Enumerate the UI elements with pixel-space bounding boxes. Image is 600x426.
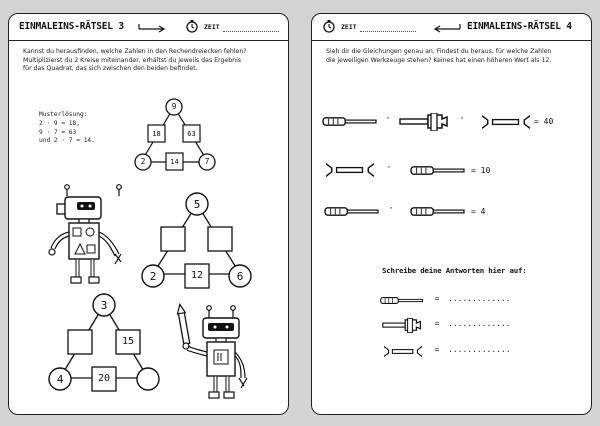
bottom-right-circle-value: 6 bbox=[236, 270, 244, 283]
bottom-left-circle-value: 2 bbox=[140, 157, 146, 166]
arrow-icon bbox=[433, 24, 461, 33]
hammer-icon bbox=[399, 113, 449, 131]
stopwatch-icon bbox=[322, 19, 336, 33]
answers-prompt: Schreibe deine Antworten hier auf: bbox=[382, 266, 527, 275]
time-label: ZEIT bbox=[204, 23, 220, 31]
answer-blank[interactable]: ............. bbox=[448, 294, 511, 303]
instructions: Sieh dir die Gleichungen genau an. Finde… bbox=[326, 48, 552, 64]
multiply-operator: · bbox=[385, 114, 391, 124]
bottom-square-value: 12 bbox=[190, 270, 204, 281]
bottom-left-circle-value: 4 bbox=[56, 373, 64, 386]
triangle-outline bbox=[141, 192, 252, 289]
triangle-outline bbox=[134, 98, 216, 171]
screwdriver-icon bbox=[410, 164, 466, 177]
multiply-operator: · bbox=[459, 114, 465, 124]
equation-result: = 4 bbox=[471, 207, 486, 216]
arrow-icon bbox=[138, 24, 166, 33]
time-label: ZEIT bbox=[341, 23, 357, 31]
top-circle-value: 5 bbox=[193, 198, 201, 211]
top-circle-value: 3 bbox=[100, 299, 108, 312]
page-header: ZEIT EINMALEINS-RÄTSEL 4 bbox=[312, 14, 591, 41]
example-solution: Musterlösung: 2 · 9 = 18, 9 · 7 = 63 und… bbox=[39, 111, 95, 145]
multiply-operator: · bbox=[388, 204, 394, 214]
time-input-line[interactable] bbox=[360, 31, 416, 32]
wrench-icon bbox=[482, 114, 530, 130]
instructions: Kannst du herausfinden, welche Zahlen in… bbox=[23, 48, 247, 73]
equation-result: = 40 bbox=[534, 117, 554, 126]
equals-sign: = bbox=[434, 294, 440, 303]
screwdriver-icon bbox=[322, 115, 378, 128]
bottom-right-circle-value: 7 bbox=[204, 157, 210, 166]
robot-with-pencil-illustration bbox=[176, 302, 248, 399]
top-circle-value: 9 bbox=[171, 102, 177, 111]
page-title: EINMALEINS-RÄTSEL 4 bbox=[467, 21, 572, 32]
answer-blank[interactable]: ............. bbox=[448, 319, 511, 328]
page-title: EINMALEINS-RÄTSEL 3 bbox=[19, 21, 124, 32]
time-input-line[interactable] bbox=[223, 31, 279, 32]
wrench-icon bbox=[384, 345, 422, 358]
right-square-value: 63 bbox=[187, 130, 196, 138]
answer-blank[interactable]: ............. bbox=[448, 345, 511, 354]
bottom-left-circle-value: 2 bbox=[149, 270, 157, 283]
wrench-icon bbox=[326, 162, 374, 178]
equation-result: = 10 bbox=[471, 166, 491, 175]
multiply-operator: · bbox=[386, 163, 392, 173]
worksheet-page-right: ZEIT EINMALEINS-RÄTSEL 4 Sieh dir die Gl… bbox=[311, 13, 592, 415]
right-square-value: 15 bbox=[121, 336, 135, 347]
equals-sign: = bbox=[434, 319, 440, 328]
hammer-icon bbox=[382, 318, 422, 333]
robot-illustration bbox=[48, 184, 122, 284]
screwdriver-icon bbox=[324, 205, 380, 218]
worksheet-page-left: EINMALEINS-RÄTSEL 3 ZEIT Kannst du herau… bbox=[8, 13, 289, 415]
triangle-outline bbox=[48, 293, 160, 392]
screwdriver-icon bbox=[380, 295, 424, 306]
bottom-square-value: 14 bbox=[170, 158, 179, 166]
bottom-square-value: 20 bbox=[97, 373, 111, 384]
screwdriver-icon bbox=[410, 205, 466, 218]
equals-sign: = bbox=[434, 345, 440, 354]
left-square-value: 18 bbox=[152, 130, 161, 138]
page-header: EINMALEINS-RÄTSEL 3 ZEIT bbox=[9, 14, 288, 41]
